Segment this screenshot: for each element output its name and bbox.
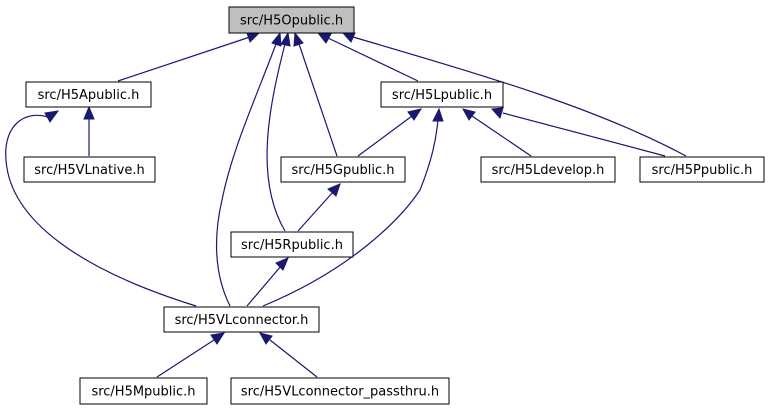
node-label: src/H5Opublic.h [240,14,343,29]
edge-h5vlconnector-to-h5opublic [215,43,277,307]
node-h5gpublic[interactable]: src/H5Gpublic.h [280,156,406,183]
node-h5ldevelop[interactable]: src/H5Ldevelop.h [480,156,616,183]
node-h5apublic[interactable]: src/H5Apublic.h [25,81,152,108]
node-label: src/H5Rpublic.h [241,238,343,253]
edge-h5ppublic-to-h5opublic [352,36,687,157]
arrowhead-icon [432,107,444,122]
edge-h5ppublic-to-h5lpublic [502,112,666,157]
edge-h5vlconnector-to-h5apublic [5,114,197,307]
arrowhead-icon [280,31,291,47]
arrowhead-icon [210,332,226,345]
node-label: src/H5Mpublic.h [91,385,195,400]
node-label: src/H5Ppublic.h [652,163,753,178]
node-h5rpublic[interactable]: src/H5Rpublic.h [230,231,354,258]
edge-h5apublic-to-h5opublic [117,36,251,82]
node-h5mpublic[interactable]: src/H5Mpublic.h [79,377,208,405]
edge-h5rpublic-to-h5gpublic [297,191,334,232]
arrowhead-icon [259,332,273,345]
arrowhead-icon [341,32,356,43]
arrowhead-icon [44,110,60,123]
edge-h5gpublic-to-h5opublic [298,43,338,157]
node-label: src/H5Ldevelop.h [492,163,605,178]
node-label: src/H5VLnative.h [34,163,145,178]
arrowhead-icon [293,31,304,47]
edge-h5vlconnector-to-h5rpublic [246,265,282,307]
edges [5,31,687,378]
node-label: src/H5VLconnector.h [175,313,309,328]
arrowhead-icon [327,183,341,197]
edge-h5vlconnectorpassthru-to-h5vlconnector [269,339,318,378]
edge-h5mpublic-to-h5vlconnector [156,339,215,378]
node-h5ppublic[interactable]: src/H5Ppublic.h [639,156,765,183]
edge-h5vlconnector-to-h5lpublic [262,119,439,307]
arrowhead-icon [316,32,332,44]
edge-h5lpublic-to-h5opublic [327,37,419,82]
node-h5opublic[interactable]: src/H5Opublic.h [228,6,355,34]
arrowhead-icon [490,107,504,120]
edge-h5rpublic-to-h5opublic [266,43,286,232]
arrowhead-icon [275,257,289,271]
edge-h5ldevelop-to-h5lpublic [471,115,532,157]
node-label: src/H5Lpublic.h [392,88,492,103]
node-label: src/H5Gpublic.h [292,163,395,178]
arrowhead-icon [271,31,282,47]
node-h5vlconnector-passthru[interactable]: src/H5VLconnector_passthru.h [230,377,450,405]
arrowhead-icon [83,105,95,120]
edge-h5gpublic-to-h5lpublic [357,115,413,157]
node-label: src/H5VLconnector_passthru.h [241,385,439,400]
node-h5vlnative[interactable]: src/H5VLnative.h [23,156,156,183]
node-h5vlconnector[interactable]: src/H5VLconnector.h [163,306,320,333]
node-h5lpublic[interactable]: src/H5Lpublic.h [380,81,504,108]
arrowhead-icon [407,108,423,121]
arrowhead-icon [462,108,476,121]
node-label: src/H5Apublic.h [38,88,140,103]
